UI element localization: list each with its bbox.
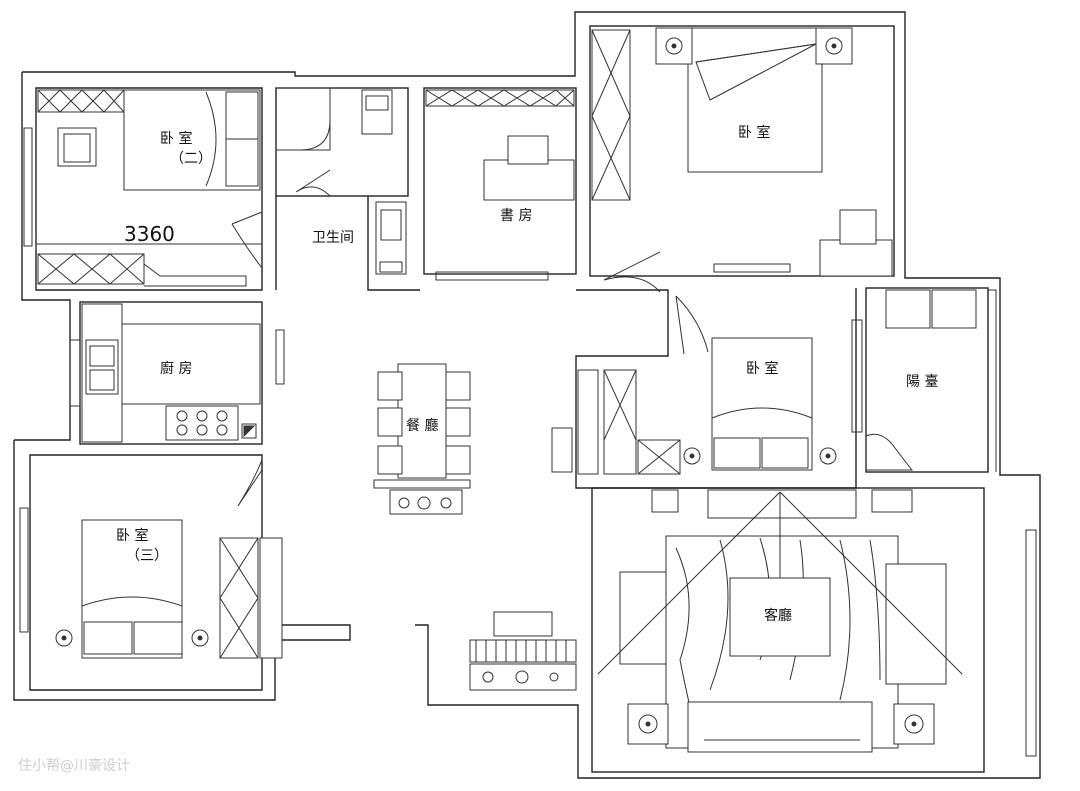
- exterior-walls: [13, 11, 1041, 779]
- label-bedroom-4: 卧 室: [746, 360, 778, 377]
- label-living-room: 客廳: [764, 607, 792, 624]
- watermark: 住小帮@川豪设计: [18, 758, 130, 774]
- dining-area: [373, 363, 471, 515]
- bedroom-3: [19, 459, 283, 659]
- label-kitchen: 廚 房: [160, 360, 192, 377]
- balcony: [851, 287, 997, 473]
- kitchen: [69, 301, 285, 445]
- label-bedroom-2-sub: （二）: [170, 151, 212, 167]
- bathroom: [275, 87, 420, 291]
- master-bedroom: [589, 25, 895, 293]
- label-bedroom-2: 卧 室: [160, 130, 192, 147]
- label-bathroom: 卫生间: [312, 230, 354, 246]
- living-room: [469, 487, 1037, 773]
- label-master-bedroom: 卧 室: [738, 124, 770, 141]
- bedroom-4: [551, 288, 857, 489]
- label-dining: 餐 廳: [406, 417, 438, 434]
- bedroom-2: [23, 89, 263, 287]
- dimension-label: 3360: [124, 222, 175, 246]
- study-room: [423, 87, 577, 281]
- label-study: 書 房: [500, 208, 532, 224]
- label-balcony: 陽 臺: [906, 374, 938, 390]
- label-bedroom-3: 卧 室: [116, 527, 148, 544]
- room-labels: 卧 室 （二） 卧 室 書 房 卫生间 廚 房 餐 廳 卧 室 陽 臺 卧 室 …: [116, 124, 938, 624]
- label-bedroom-3-sub: （三）: [126, 548, 168, 564]
